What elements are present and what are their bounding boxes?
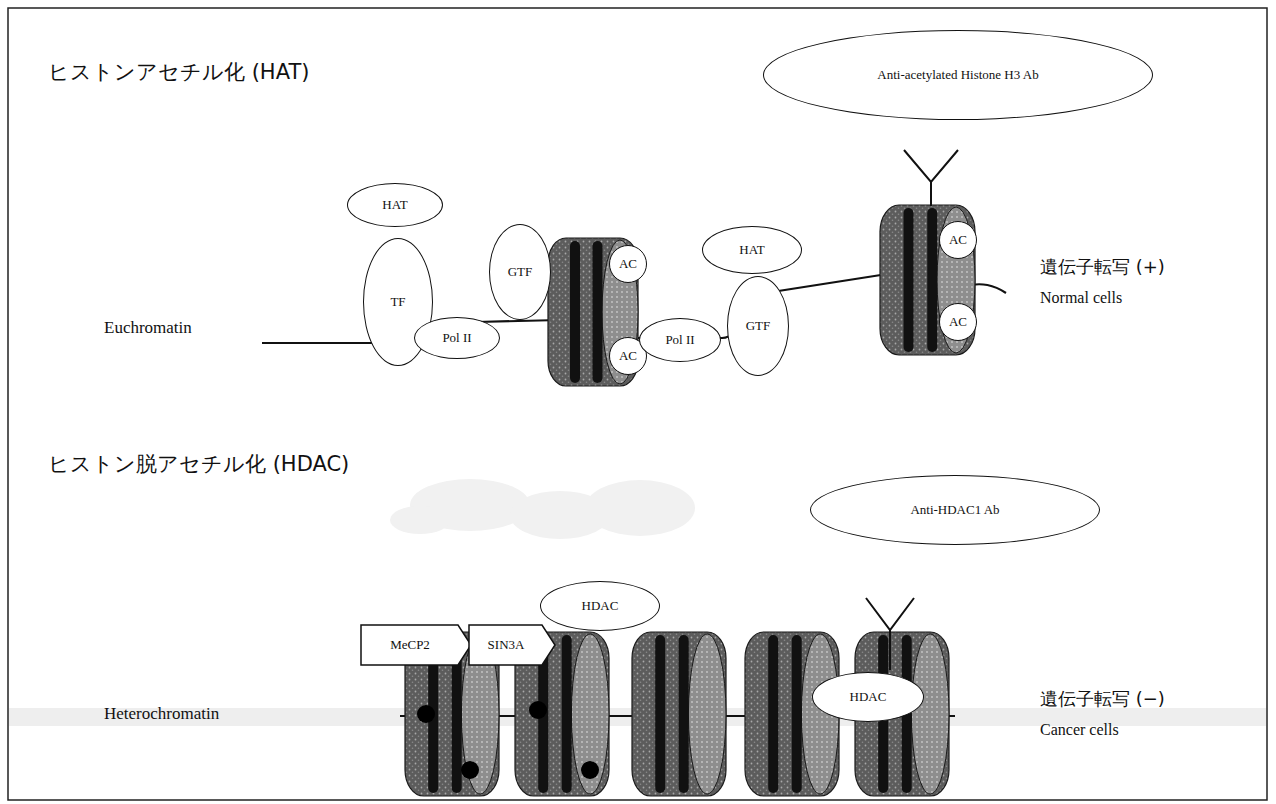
node-label: Anti-acetylated Histone H3 Ab [877,68,1038,83]
node-label: HDAC [582,599,619,614]
dna-wrap [768,635,778,793]
dna-wrap [679,635,689,793]
node-label: HAT [739,243,764,258]
dna-wrap [792,635,802,793]
nucleosome [632,632,726,796]
frame [8,8,1267,800]
node-label: TF [390,295,405,310]
node-label: Pol II [665,333,694,348]
node-label: HDAC [850,690,887,705]
section-heading: ヒストン脱アセチル化 (HDAC) [48,452,349,477]
scan-smudge [585,480,695,536]
acetyl-circle: AC [939,221,977,259]
factor-oval: GTF [727,276,789,376]
enzyme-oval: HAT [702,226,802,274]
polymerase-oval: Pol II [414,317,500,359]
node-label: AC [949,233,967,248]
node-label: AC [619,349,637,364]
histone-core [745,632,839,796]
node-label: SIN3A [488,638,525,653]
scan-smudge [390,506,450,534]
chromatin-label: Euchromatin [104,318,192,338]
dna-wrap [562,635,572,793]
acetyl-circle: AC [609,245,647,283]
protein-arrow: MeCP2 [360,624,472,666]
dna-wrap [570,241,580,383]
methyl-mark [529,701,547,719]
enzyme-oval: HAT [347,183,443,227]
methyl-mark [461,761,479,779]
antibody-oval: Anti-HDAC1 Ab [810,475,1100,545]
node-label: HAT [382,198,407,213]
nucleosome [745,632,839,796]
node-label: Pol II [442,331,471,346]
node-label: Anti-HDAC1 Ab [910,503,999,518]
antibody-stem [930,182,932,206]
status-label: 遺伝子転写 (+) [1040,256,1165,278]
cell-label: Cancer cells [1040,720,1119,739]
node-label: AC [619,257,637,272]
histone-face [571,634,609,794]
enzyme-oval: HDAC [812,672,924,722]
antibody-oval: Anti-acetylated Histone H3 Ab [763,30,1153,120]
enzyme-oval: HDAC [540,581,660,631]
chromatin-label: Heterochromatin [104,704,219,724]
dna-wrap [927,208,937,352]
arrow-outline [469,625,555,665]
histone-face [911,634,949,794]
cell-label: Normal cells [1040,288,1122,307]
dna-wrap [904,208,914,352]
antibody-arms [866,598,914,630]
node-label: GTF [508,265,533,280]
histone-face [688,634,726,794]
section-heading: ヒストンアセチル化 (HAT) [48,60,309,85]
methyl-mark [417,705,435,723]
dna-wrap [593,241,603,383]
factor-oval: GTF [489,224,551,320]
polymerase-oval: Pol II [639,318,721,362]
antibody-arms [904,150,958,182]
histone-face [602,240,638,384]
node-label: GTF [746,319,771,334]
methyl-mark [581,761,599,779]
antibody-stem [889,630,891,670]
node-label: MeCP2 [390,638,430,653]
arrow-outline [361,625,471,665]
dna-wrap [655,635,665,793]
node-label: AC [949,315,967,330]
status-label: 遺伝子転写 (−) [1040,688,1165,710]
protein-arrow: SIN3A [468,624,556,666]
histone-core [632,632,726,796]
acetyl-circle: AC [939,303,977,341]
